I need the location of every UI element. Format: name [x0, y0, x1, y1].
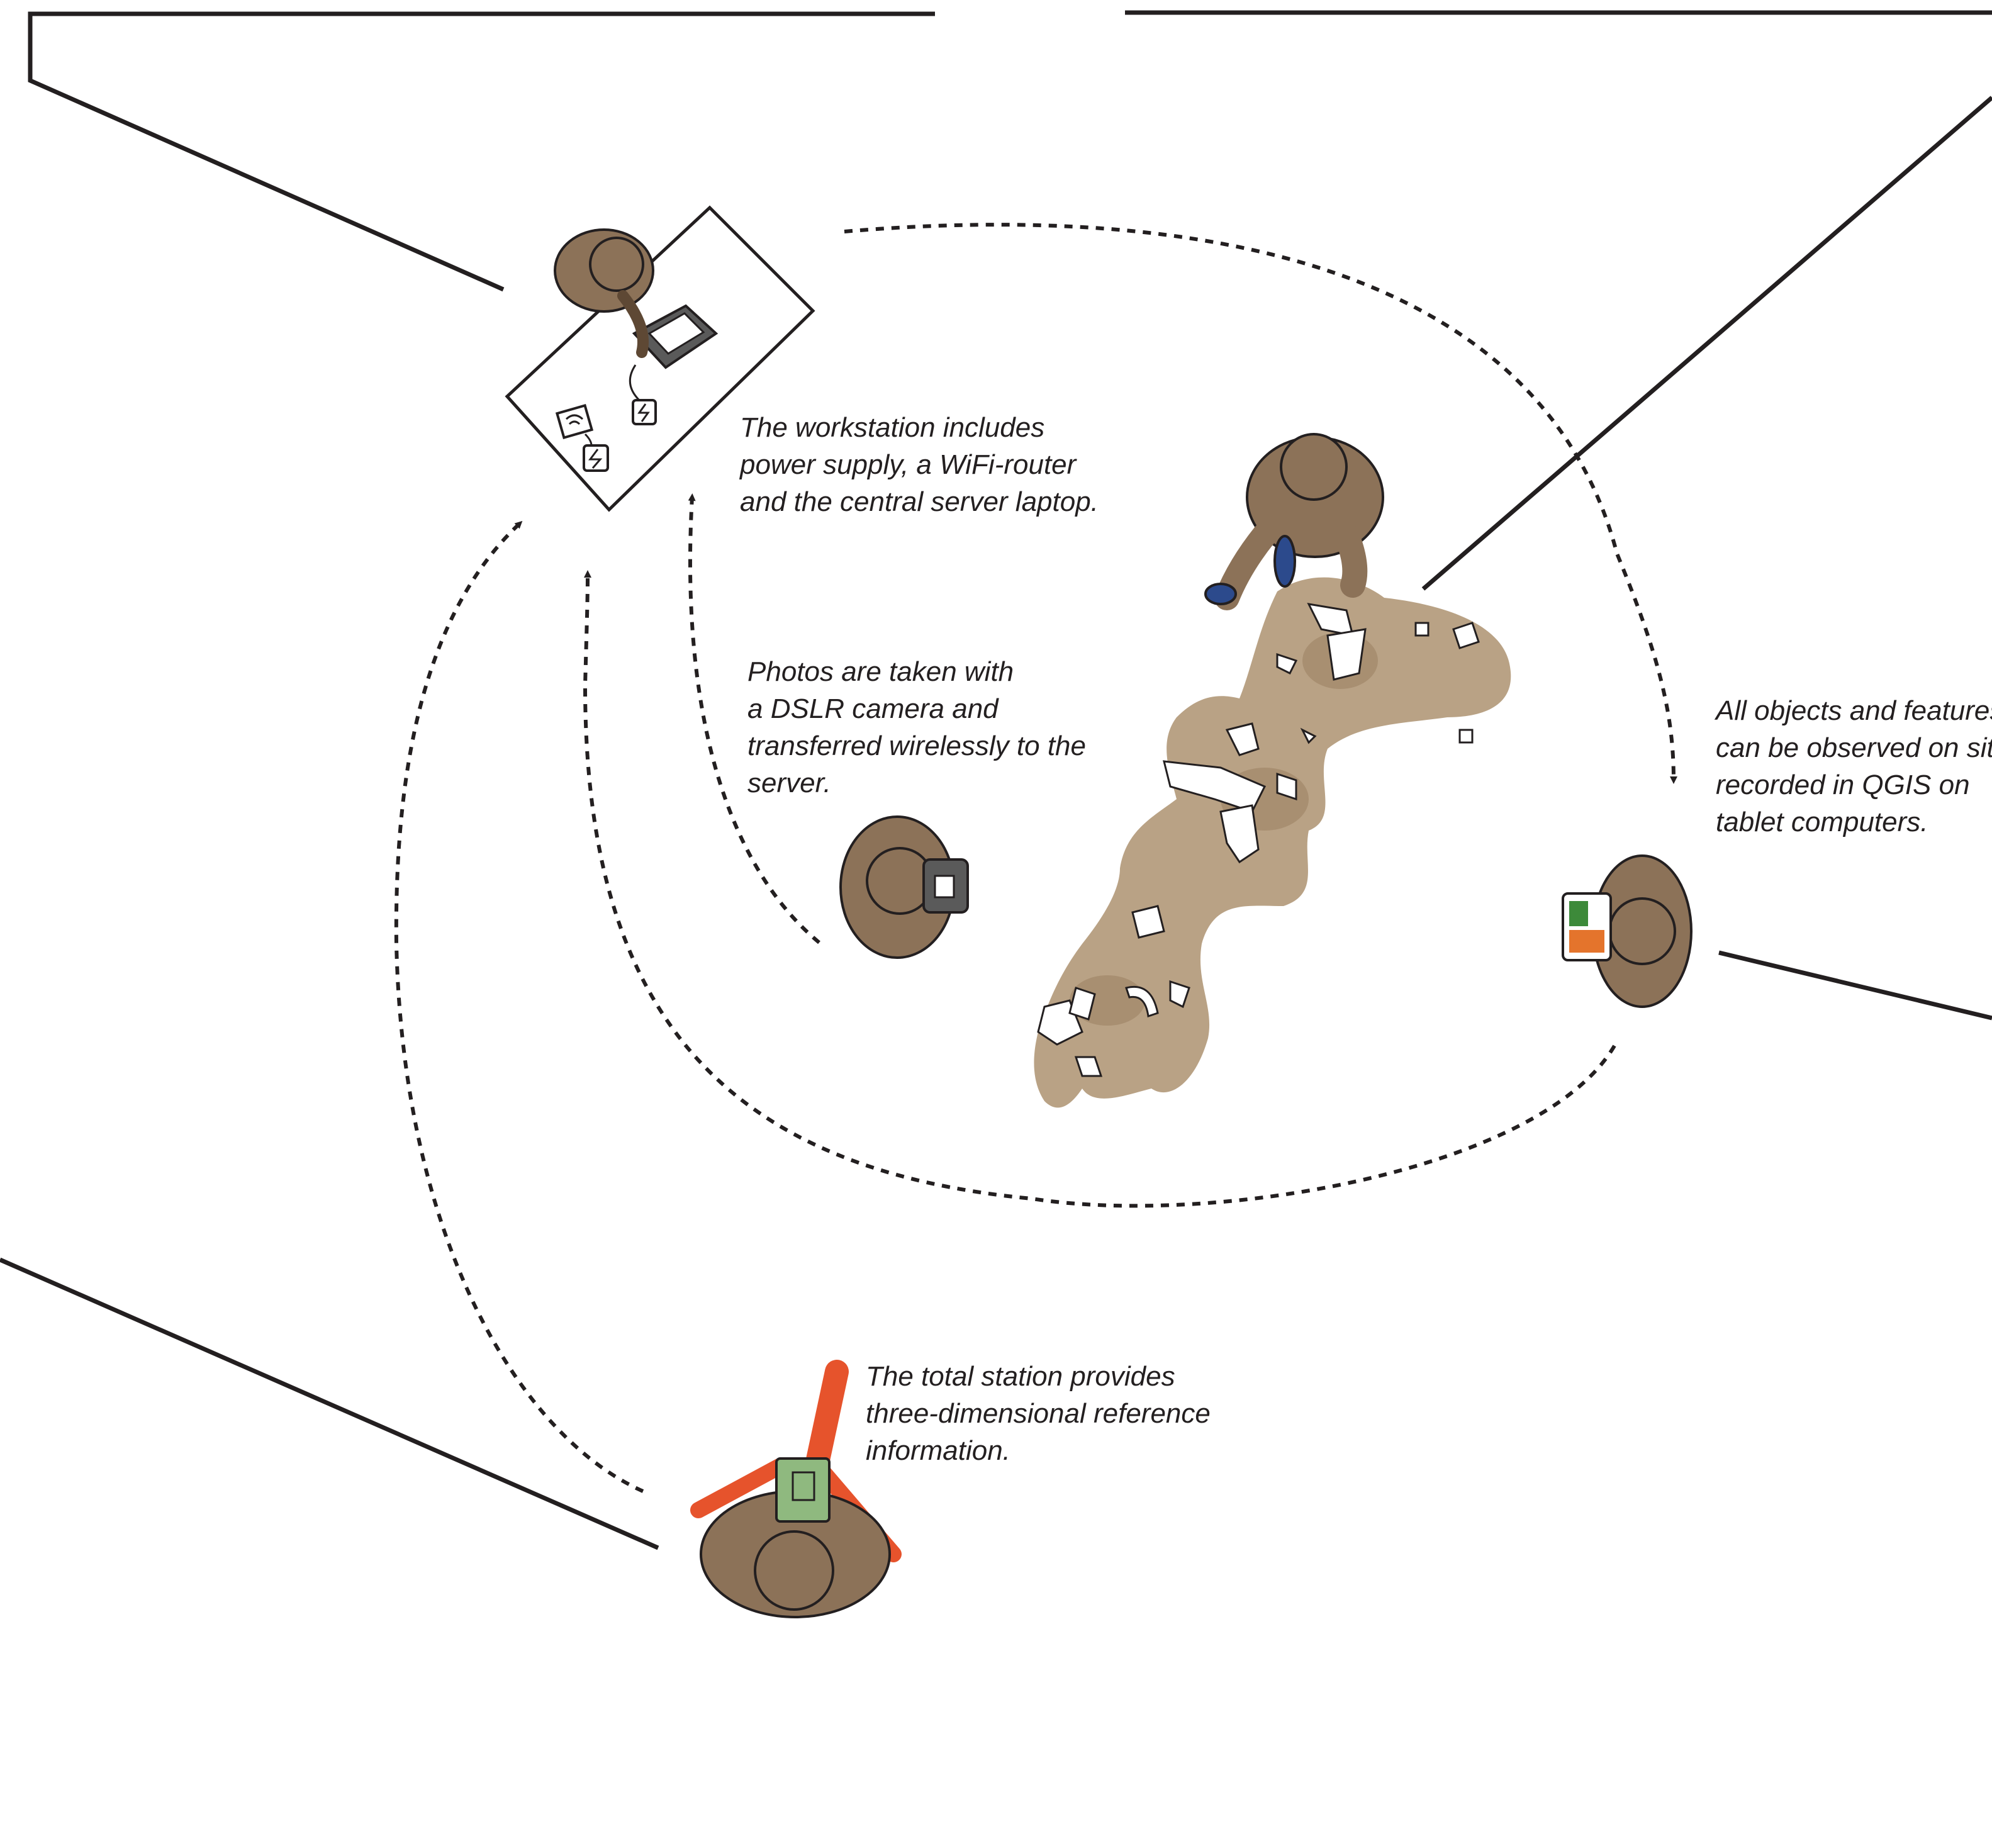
workflow-arrows: [394, 223, 1677, 1493]
workstation: [505, 205, 815, 512]
power-supply-icon: [632, 399, 657, 425]
stone: [1225, 722, 1260, 756]
finds-area: [1034, 577, 1511, 1108]
stone: [1276, 652, 1298, 675]
total-station-icon: [775, 1457, 831, 1523]
stone: [1169, 980, 1190, 1009]
stone: [1458, 729, 1474, 744]
person-excavator: [1204, 433, 1384, 610]
caption-total-station: The total station provides three-dimensi…: [866, 1358, 1211, 1469]
trench-edge-top-left: [28, 11, 935, 292]
arrow-camera-to-server: [688, 493, 820, 944]
tripod-leg: [690, 1458, 788, 1518]
arrow-server-to-tablet: [844, 223, 1677, 784]
caption-line: power supply, a WiFi-router: [740, 449, 1077, 480]
trench-edge-lower-left: [0, 1257, 659, 1550]
caption-tablet: All objects and features can be observed…: [1716, 692, 1992, 841]
stone: [1131, 905, 1165, 939]
person-server-operator: [554, 228, 654, 358]
power-supply-icon: [583, 444, 609, 472]
stone: [1276, 772, 1297, 801]
caption-line: The total station provides: [866, 1361, 1175, 1392]
person-photographer: [839, 815, 969, 959]
stone: [1125, 985, 1159, 1017]
power-cable: [584, 364, 641, 446]
stone: [1452, 622, 1480, 649]
caption-dslr: Photos are taken with a DSLR camera and …: [747, 653, 1086, 802]
trench-outline: [0, 10, 1992, 1550]
caption-line: tablet computers.: [1716, 807, 1928, 837]
stone: [1414, 622, 1430, 637]
caption-line: All objects and features: [1716, 695, 1992, 726]
arrow-tablet-to-server: [583, 570, 1616, 1208]
dslr-camera-icon: [922, 858, 969, 914]
tripod-leg: [806, 1360, 849, 1472]
caption-workstation: The workstation includes power supply, a…: [740, 409, 1099, 520]
boot: [1273, 535, 1296, 588]
trench-edge-diagonal-right: [1421, 96, 1992, 591]
find-area-shape: [1034, 577, 1511, 1108]
caption-line: a DSLR camera and: [747, 693, 999, 724]
caption-line: information.: [866, 1435, 1010, 1466]
caption-line: The workstation includes: [740, 412, 1045, 443]
stone: [1074, 1056, 1103, 1077]
person-tablet-user: [1562, 854, 1693, 1008]
caption-line: server.: [747, 768, 831, 798]
caption-line: and the central server laptop.: [740, 486, 1099, 517]
caption-line: Photos are taken with: [747, 656, 1014, 687]
server-laptop: [632, 304, 719, 369]
stone: [1300, 727, 1317, 744]
caption-line: can be observed on site: [1716, 732, 1992, 763]
stone: [1219, 804, 1260, 864]
caption-line: three-dimensional reference: [866, 1398, 1211, 1429]
trench-edge-lower-right: [1718, 950, 1992, 1021]
caption-line: recorded in QGIS on: [1716, 770, 1970, 800]
stone: [1326, 628, 1367, 681]
arrow-totalstation-to-server: [394, 520, 644, 1493]
tablet-computer-icon: [1562, 892, 1612, 961]
person-total-station-operator: [690, 1360, 902, 1618]
stone: [1068, 987, 1096, 1021]
caption-line: transferred wirelessly to the: [747, 731, 1086, 761]
wifi-router-icon: [555, 403, 594, 440]
boot: [1204, 583, 1237, 605]
